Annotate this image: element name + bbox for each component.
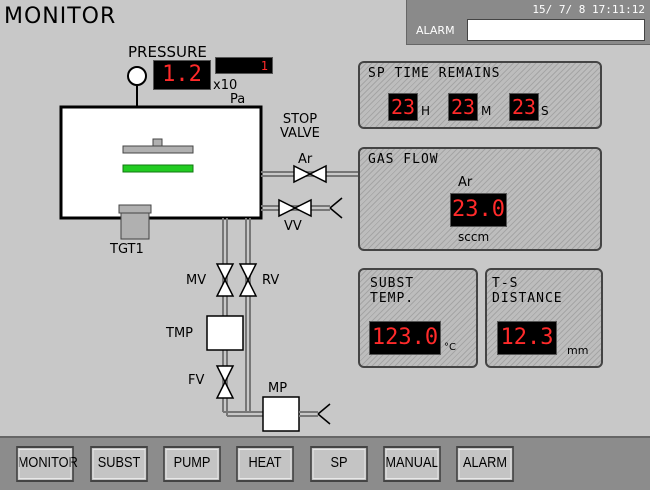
subst-temp-title: SUBST TEMP. — [370, 276, 414, 306]
pressure-mantissa-display: 1.2 — [153, 60, 211, 90]
bottom-nav: MONITOR SUBST PUMP HEAT SP MANUAL ALARM — [0, 436, 650, 490]
mp-label: MP — [268, 381, 288, 396]
ts-distance-title-line2: DISTANCE — [492, 291, 563, 306]
substrate-bar — [122, 164, 194, 173]
tmp-pump-icon — [206, 315, 244, 351]
ar-valve-icon — [293, 164, 312, 184]
pressure-gauge-icon — [127, 66, 147, 86]
mv-valve-label: MV — [186, 273, 207, 288]
fv-valve-icon — [215, 365, 235, 384]
fv-valve-label: FV — [188, 373, 205, 388]
pressure-exponent-display: 1 — [215, 57, 273, 74]
gas-flow-unit: sccm — [458, 230, 490, 244]
pressure-unit-label: Pa — [230, 92, 246, 107]
subst-temp-unit: °C — [444, 342, 456, 353]
ts-distance-unit: mm — [567, 344, 589, 357]
tmp-label: TMP — [166, 326, 193, 341]
sp-minutes-unit: M — [481, 104, 492, 118]
mv-valve-icon — [215, 263, 235, 282]
ts-distance-panel: T-S DISTANCE 12.3 mm — [485, 268, 603, 368]
ts-distance-display: 12.3 — [497, 321, 557, 355]
target-cap — [118, 204, 152, 214]
nav-alarm-button[interactable]: ALARM — [456, 446, 514, 482]
ar-valve-label: Ar — [298, 152, 313, 167]
gas-flow-title: GAS FLOW — [368, 152, 439, 167]
page-title: MONITOR — [4, 4, 117, 29]
target-label: TGT1 — [110, 242, 144, 257]
sp-hours-display: 23 — [388, 93, 418, 121]
gas-flow-display: 23.0 — [450, 193, 507, 227]
nav-manual-button[interactable]: MANUAL — [383, 446, 441, 482]
vv-valve-icon — [278, 198, 297, 218]
vv-valve-label: VV — [284, 219, 302, 234]
ts-distance-title: T-S DISTANCE — [492, 276, 563, 306]
datetime: 15/ 7/ 8 17:11:12 — [532, 3, 645, 16]
nav-heat-button[interactable]: HEAT — [236, 446, 294, 482]
target-body — [120, 212, 150, 240]
pressure-label: PRESSURE — [128, 43, 207, 61]
ts-distance-title-line1: T-S — [492, 276, 519, 291]
subst-temp-title-line2: TEMP. — [370, 291, 415, 306]
rv-valve-label: RV — [262, 273, 280, 288]
alarm-label: ALARM — [416, 24, 455, 37]
sp-minutes-display: 23 — [448, 93, 478, 121]
sp-time-panel: SP TIME REMAINS 23 H 23 M 23 S — [358, 61, 602, 129]
sp-seconds-display: 23 — [509, 93, 539, 121]
sp-seconds-unit: S — [541, 104, 549, 118]
nav-subst-button[interactable]: SUBST — [90, 446, 148, 482]
chamber — [59, 105, 263, 220]
pressure-base-label: x10 — [213, 78, 238, 93]
rv-valve-icon — [238, 263, 258, 282]
stop-valve-label: STOP VALVE — [280, 112, 320, 141]
mp-pump-icon — [262, 396, 300, 432]
alarm-display — [467, 19, 645, 41]
nav-pump-button[interactable]: PUMP — [163, 446, 221, 482]
substrate-holder — [122, 145, 194, 154]
nav-sp-button[interactable]: SP — [310, 446, 368, 482]
nav-monitor-button[interactable]: MONITOR — [16, 446, 78, 482]
holder-stem — [152, 138, 163, 147]
gas-flow-panel: GAS FLOW Ar 23.0 sccm — [358, 147, 602, 251]
status-area: 15/ 7/ 8 17:11:12 ALARM — [406, 0, 650, 45]
subst-temp-title-line1: SUBST — [370, 276, 415, 291]
gas-name-label: Ar — [458, 175, 473, 190]
sp-hours-unit: H — [421, 104, 431, 118]
sp-time-title: SP TIME REMAINS — [368, 66, 501, 81]
subst-temp-panel: SUBST TEMP. 123.0 °C — [358, 268, 478, 368]
subst-temp-display: 123.0 — [369, 321, 441, 355]
